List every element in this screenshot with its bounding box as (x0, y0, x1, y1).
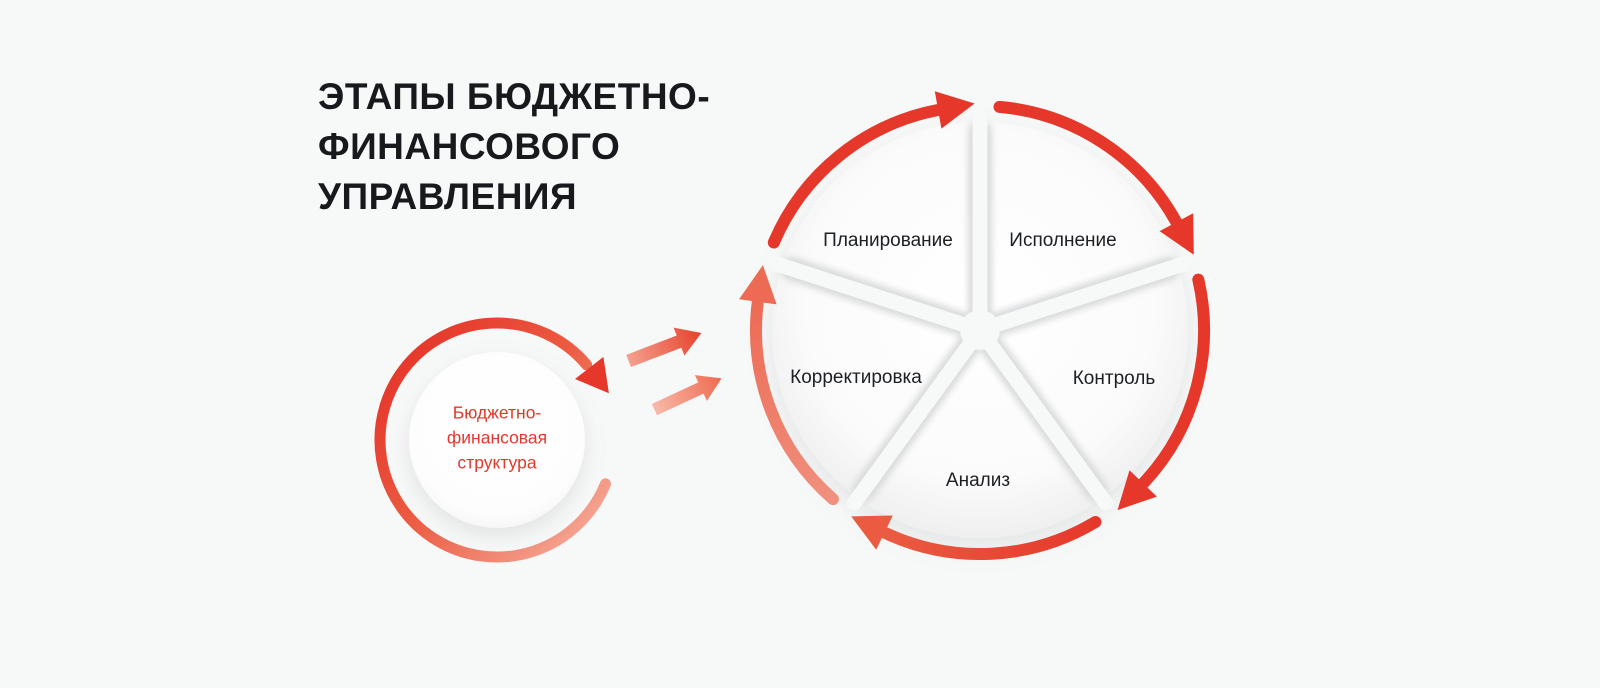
hub-label-line-1: Бюджетно- (452, 402, 542, 423)
page-title: ЭТАПЫ БЮДЖЕТНО- ФИНАНСОВОГО УПРАВЛЕНИЯ (318, 72, 778, 222)
cycle-arc-top-left (767, 104, 944, 249)
hub-label: Бюджетно- финансовая структура (447, 401, 547, 476)
stage-label-control: Контроль (1072, 368, 1156, 389)
cycle-arrowhead-left (739, 265, 777, 305)
hub-ring-arrow (374, 317, 611, 563)
stage-label-planning: Планирование (823, 230, 953, 251)
hub-label-line-3: структура (457, 452, 537, 473)
connector-arrow-bottom (651, 375, 722, 416)
stage-label-correction: Корректировка (790, 367, 922, 388)
stage-label-execution: Исполнение (1009, 230, 1117, 251)
hub-circle (409, 352, 585, 528)
cycle-arrowhead-bottom-right (1117, 470, 1157, 511)
page-title-line-1: ЭТАПЫ БЮДЖЕТНО- (318, 76, 711, 117)
wheel-center-gap (960, 310, 1000, 350)
page-title-line-3: УПРАВЛЕНИЯ (318, 176, 578, 217)
cycle-arc-left (750, 296, 839, 506)
cycle-arc-right-bottom (1137, 273, 1211, 489)
stage-label-analysis: Анализ (945, 470, 1011, 491)
cycle-arc-bottom (879, 516, 1102, 561)
connector-arrow-top (626, 327, 702, 368)
cycle-arrowhead-right (1159, 213, 1194, 255)
cycle-arrowheads (739, 91, 1194, 550)
hub-ring-arrowhead (575, 356, 609, 394)
cycle-arrowhead-top (934, 91, 975, 129)
cycle-arc-top-right (993, 100, 1182, 228)
hub-label-line-2: финансовая (446, 427, 548, 448)
wedge-gap-lines (769, 108, 1191, 511)
cycle-arrowhead-bottom-left (851, 515, 893, 550)
cycle-arcs (750, 100, 1211, 561)
page-title-line-2: ФИНАНСОВОГО (318, 126, 621, 167)
